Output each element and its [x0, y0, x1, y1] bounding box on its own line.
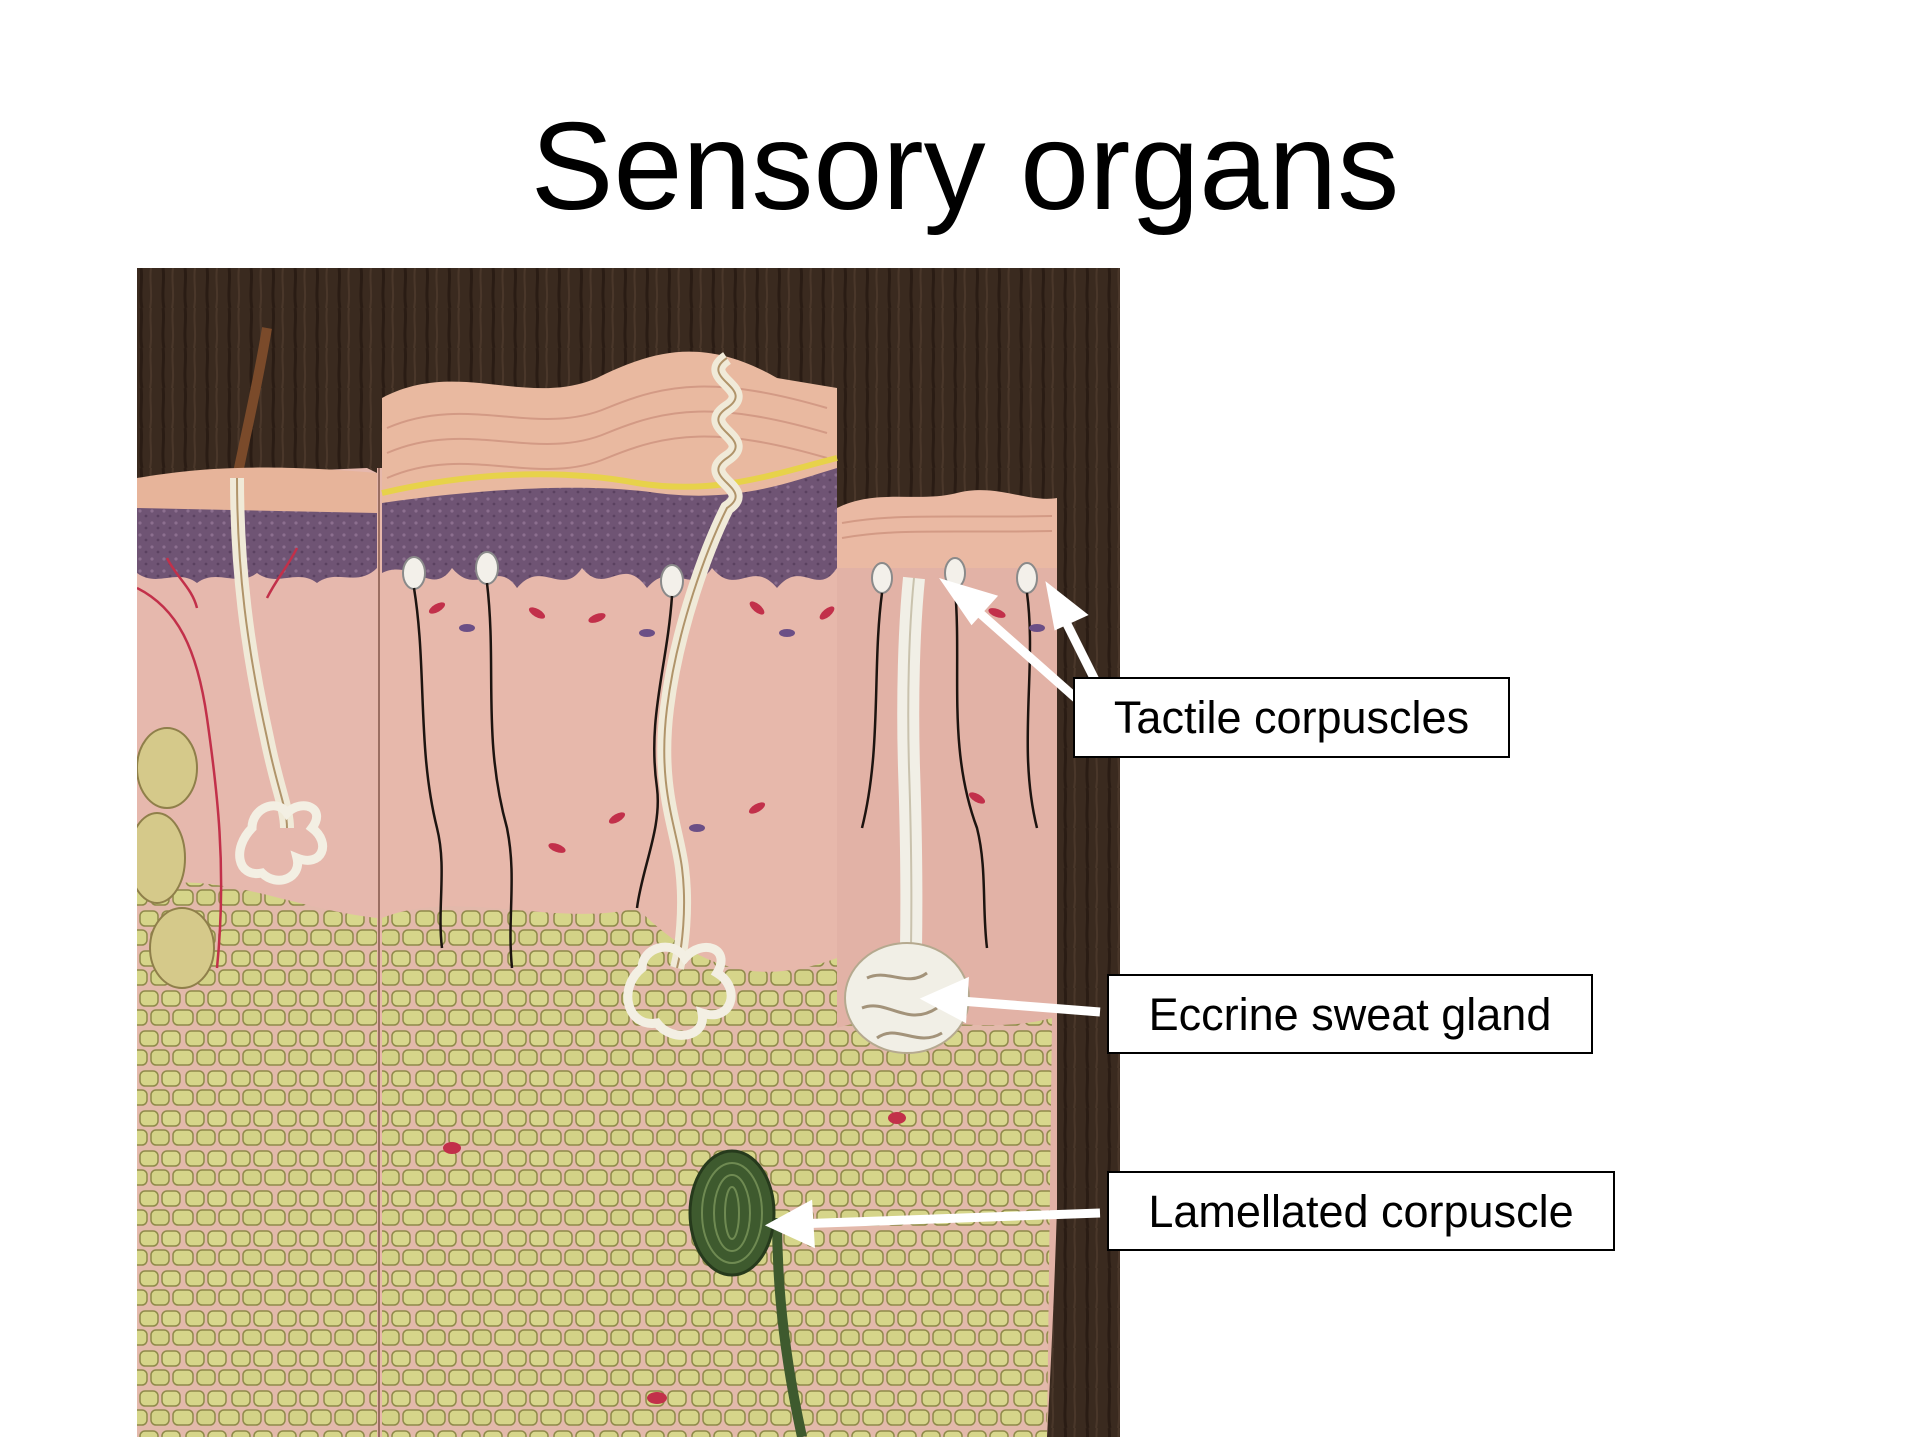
- eccrine-arrow: [947, 995, 1101, 1017]
- lamellated-corpuscle-label: Lamellated corpuscle: [1107, 1171, 1615, 1251]
- tactile-arrow-left: [962, 596, 1081, 704]
- tactile-arrow-right-head: [1045, 581, 1089, 631]
- skin-model-illustration: [137, 268, 1120, 1437]
- lamellated-corpuscle-shape: [688, 1149, 807, 1437]
- tactile-corpuscles-label: Tactile corpuscles: [1073, 677, 1510, 758]
- lamellated-arrow-head: [764, 1199, 815, 1249]
- eccrine-arrow-head: [919, 976, 969, 1024]
- slide-title: Sensory organs: [530, 98, 1400, 236]
- lamellated-arrow: [794, 1208, 1101, 1229]
- eccrine-sweat-gland-label: Eccrine sweat gland: [1107, 974, 1593, 1054]
- eccrine-gland-shape: [844, 942, 970, 1054]
- tactile-arrow-left-head: [939, 578, 999, 626]
- skin-model-photo: [137, 268, 1120, 1437]
